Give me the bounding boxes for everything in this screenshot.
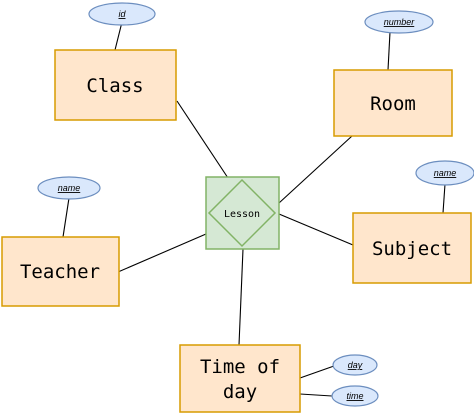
relationship-lesson: Lesson [205, 176, 280, 250]
edge-class-id [114, 21, 123, 51]
relationship-label: Lesson [224, 209, 260, 220]
entity-room: Room [333, 69, 453, 137]
edge-lesson-teacher [117, 233, 207, 273]
attribute-teacher-name: name [37, 176, 101, 200]
entity-label: Teacher [20, 261, 100, 283]
entity-label: Class [86, 75, 143, 97]
entity-subject: Subject [352, 212, 472, 284]
attribute-label: number [384, 17, 416, 27]
edge-time-time [299, 393, 333, 397]
entity-time-of-day: Time of day [179, 344, 301, 413]
attribute-time-time: time [331, 385, 379, 407]
attribute-label: name [58, 183, 81, 193]
attribute-label: id [118, 9, 126, 19]
entity-label-line-1: Time of [200, 356, 280, 378]
attribute-label: name [434, 168, 457, 178]
attribute-time-day: day [332, 354, 378, 376]
edge-subject-name [442, 183, 446, 214]
attribute-room-number: number [364, 10, 434, 34]
edge-teacher-name [62, 197, 70, 238]
attribute-label: time [346, 391, 363, 401]
attribute-label: day [348, 360, 363, 370]
entity-class: Class [54, 49, 177, 121]
entity-label: Subject [372, 238, 452, 260]
entity-teacher: Teacher [1, 236, 120, 307]
edge-lesson-room [278, 135, 353, 204]
attribute-class-id: id [88, 2, 156, 26]
edge-room-number [387, 31, 391, 71]
edge-time-day [299, 365, 335, 379]
entity-label: Room [370, 93, 416, 115]
edge-lesson-timeofday [238, 248, 244, 346]
attribute-subject-name: name [415, 160, 474, 186]
edge-lesson-class [176, 100, 229, 179]
entity-label-line-2: day [223, 381, 257, 403]
edge-lesson-subject [278, 213, 354, 246]
